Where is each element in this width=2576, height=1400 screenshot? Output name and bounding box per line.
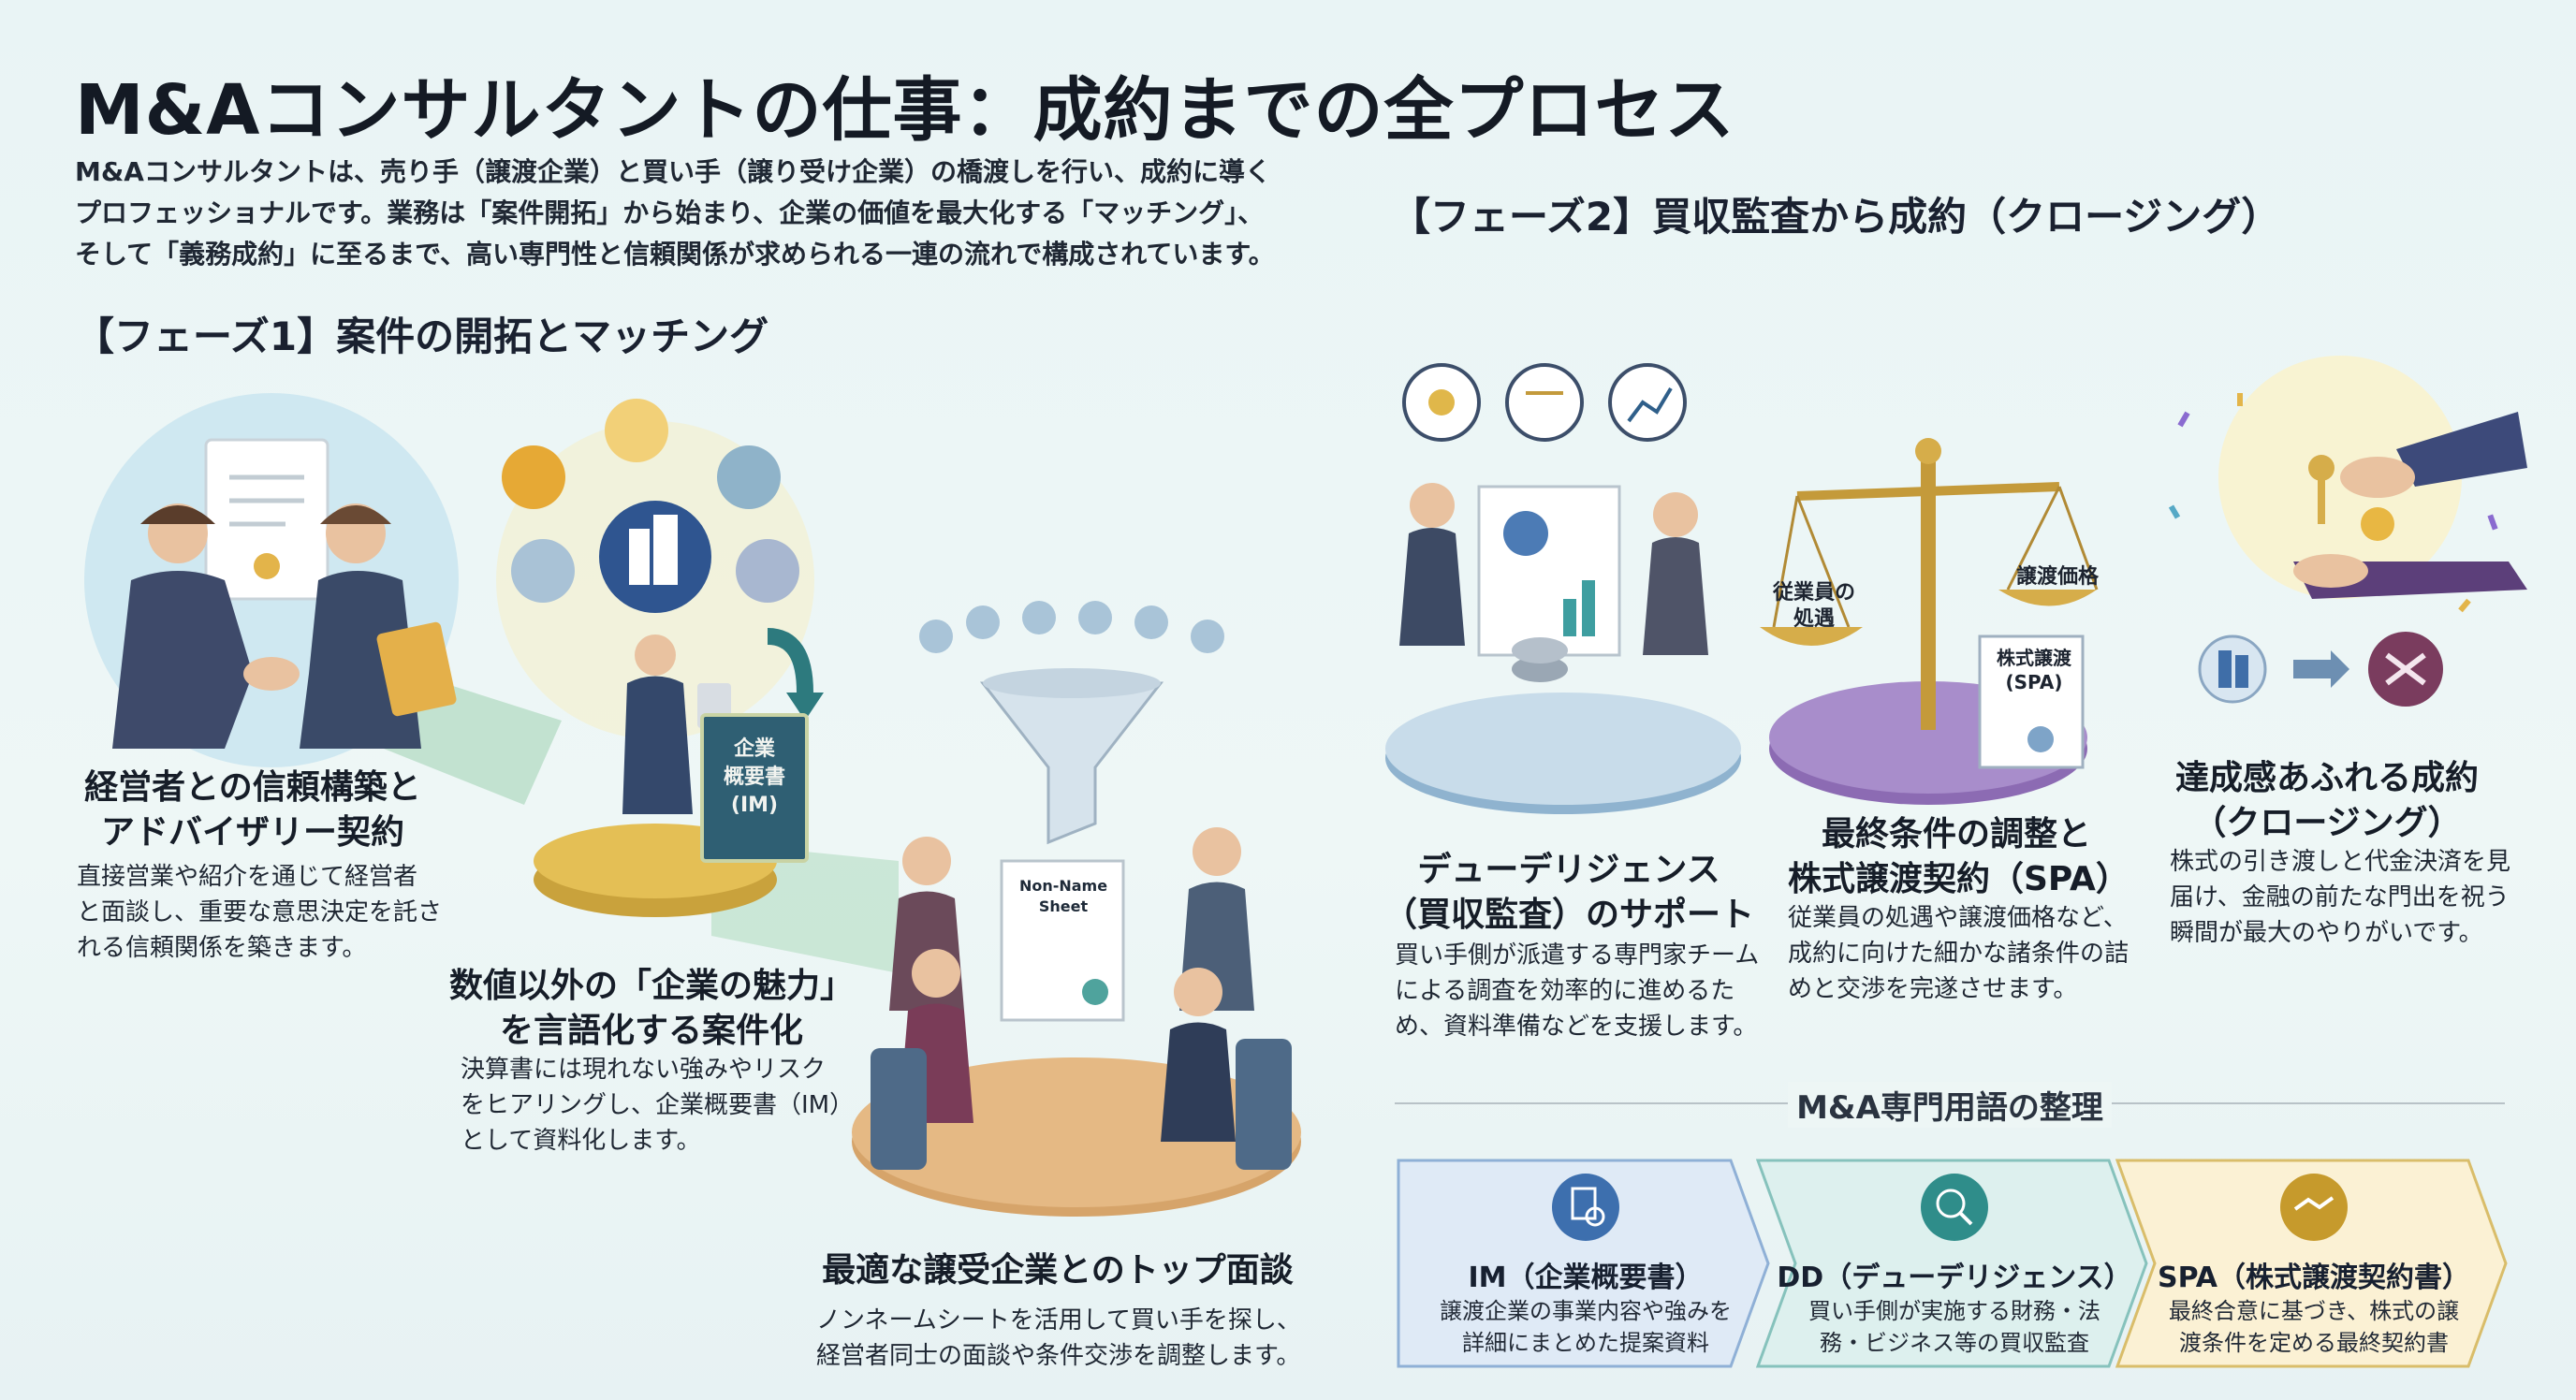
step-title-line: アドバイザリー契約: [100, 813, 404, 852]
due-diligence-illustration: [1385, 363, 1741, 814]
step1-title: 経営者との信頼構築と アドバイザリー契約: [75, 766, 431, 855]
glossary-desc-line: 渡条件を定める最終契約書: [2179, 1330, 2449, 1356]
scale-label: 従業員の: [1772, 581, 1855, 605]
glossary-term: IM（企業概要書）: [1468, 1261, 1704, 1294]
glossary-card-dd: DD（デューデリジェンス） 買い手側が実施する財務・法 務・ビジネス等の買収監査: [1755, 1159, 2151, 1368]
step-title-line: 達成感あふれる成約: [2174, 759, 2479, 797]
glossary-desc-line: 詳細にまとめた提案資料: [1462, 1330, 1709, 1356]
card-shape: [2115, 1159, 2508, 1368]
step-body-line: 届け、金融の前たな門出を祝う: [2170, 883, 2510, 911]
glossary-desc-line: 務・ビジネス等の買収監査: [1820, 1330, 2089, 1356]
contract-label-line: (SPA): [2005, 671, 2063, 693]
balance-scale-illustration: [1760, 438, 2099, 805]
step-body-line: 買い手側が派遣する専門家チーム: [1395, 941, 1760, 970]
step-body-line: めと交渉を完遂させます。: [1788, 975, 2078, 1003]
step-body-line: 決算書には現れない強みやリスク: [461, 1056, 827, 1084]
step-title-line: 最終条件の調整と: [1821, 815, 2091, 853]
step-title-line: 株式譲渡契約（SPA）: [1788, 860, 2130, 898]
step-title-line: デューデリジェンス: [1417, 851, 1720, 889]
scale-right-label: 譲渡価格: [2015, 565, 2099, 589]
step-body-line: め、資料準備などを支援します。: [1395, 1013, 1758, 1041]
glossary-desc: 買い手側が実施する財務・法 務・ビジネス等の買収監査: [1786, 1295, 2123, 1359]
glossary-desc-line: 最終合意に基づき、株式の譲: [2168, 1298, 2460, 1324]
closing-step-title: 達成感あふれる成約 （クロージング）: [2159, 756, 2496, 846]
step3-title: 最適な譲受企業とのトップ面談: [814, 1248, 1301, 1293]
magnifier-chart-icon: [1921, 1174, 1988, 1241]
step-body-line: 瞬間が最大のやりがいです。: [2170, 919, 2483, 947]
spa-step-title: 最終条件の調整と 株式譲渡契約（SPA）: [1788, 812, 2130, 902]
document-gear-icon: [1552, 1174, 1619, 1241]
step-body-line: と面談し、重要な意思決定を託さ: [77, 898, 443, 926]
glossary-title: M&A専門用語の整理: [1788, 1082, 2112, 1128]
step-title-line: （クロージング）: [2192, 804, 2462, 842]
glossary-header: M&A専門用語の整理: [1395, 1082, 2505, 1129]
card-shape: [1397, 1159, 1770, 1368]
sheet-label: Non-Name: [1018, 877, 1108, 895]
step-body-line: として資料化します。: [461, 1127, 701, 1155]
contract-label: 株式譲渡 (SPA): [1983, 646, 2086, 694]
step-body-line: ノンネームシートを活用して買い手を探し、: [816, 1306, 1301, 1334]
glossary-desc: 譲渡企業の事業内容や強みを 詳細にまとめた提案資料: [1427, 1295, 1745, 1359]
card-shape: [1755, 1159, 2148, 1368]
contract-label-line: 株式譲渡: [1997, 647, 2071, 669]
step-body-line: をヒアリングし、企業概要書（IM）: [461, 1091, 855, 1119]
glossary-desc: 最終合意に基づき、株式の譲 渡条件を定める最終契約書: [2145, 1295, 2482, 1359]
step-title-line: 最適な譲受企業とのトップ面談: [822, 1251, 1294, 1290]
closing-illustration: [2168, 356, 2527, 707]
scale-left-label: 従業員の 処遇: [1767, 580, 1861, 633]
glossary-card-im: IM（企業概要書） 譲渡企業の事業内容や強みを 詳細にまとめた提案資料: [1397, 1159, 1773, 1368]
step-title-line: （買収監査）のサポート: [1383, 896, 1754, 934]
step-body-line: れる信頼関係を築きます。: [77, 934, 367, 962]
step-body-line: 株式の引き渡しと代金決済を見: [2170, 848, 2511, 876]
page-title: M&Aコンサルタントの仕事：成約までの全プロセス: [75, 70, 1735, 151]
meeting-illustration: [852, 601, 1301, 1217]
sheet-label: Sheet: [1038, 897, 1089, 915]
intro-text: M&Aコンサルタントは、売り手（譲渡企業）と買い手（譲り受け企業）の橋渡しを行い…: [75, 152, 1320, 275]
glossary-term: DD（デューデリジェンス）: [1777, 1261, 2132, 1294]
step1-body: 直接営業や紹介を通じて経営者 と面談し、重要な意思決定を託さ れる信頼関係を築き…: [77, 859, 451, 966]
phase2-heading: 【フェーズ2】買収監査から成約（クロージング）: [1391, 194, 2281, 240]
step-title-line: 経営者との信頼構築と: [84, 768, 421, 807]
intro-line: プロフェッショナルです。業務は「案件開拓」から始まり、企業の価値を最大化する「マ…: [75, 197, 1265, 228]
book-label: 概要書: [723, 766, 785, 789]
book-label: (IM): [730, 794, 779, 817]
phase1-heading: 【フェーズ1】案件の開拓とマッチング: [75, 314, 769, 359]
intro-line: そして「義務成約」に至るまで、高い専門性と信頼関係が求められる一連の流れで構成さ…: [75, 239, 1275, 270]
step-body-line: 直接営業や紹介を通じて経営者: [77, 863, 418, 891]
step2-body: 決算書には現れない強みやリスク をヒアリングし、企業概要書（IM） として資料化…: [461, 1052, 854, 1159]
handshake-icon: [2280, 1174, 2348, 1241]
scale-label: 処遇: [1793, 607, 1835, 631]
non-name-sheet-label: Non-Name Sheet: [1007, 876, 1120, 917]
intro-line: M&Aコンサルタントは、売り手（譲渡企業）と買い手（譲り受け企業）の橋渡しを行い…: [75, 156, 1271, 187]
step-body-line: 経営者同士の面談や条件交渉を調整します。: [816, 1342, 1301, 1370]
glossary-term: SPA（株式譲渡契約書）: [2157, 1261, 2471, 1294]
step-body-line: による調査を効率的に進めるた: [1395, 977, 1735, 1005]
glossary-desc-line: 譲渡企業の事業内容や強みを: [1440, 1298, 1732, 1324]
glossary-desc-line: 買い手側が実施する財務・法: [1808, 1298, 2100, 1324]
glossary-card-spa: SPA（株式譲渡契約書） 最終合意に基づき、株式の譲 渡条件を定める最終契約書: [2115, 1159, 2510, 1368]
im-book: 企業 概要書 (IM): [700, 713, 809, 863]
spa-step-body: 従業員の処遇や譲渡価格など、 成約に向けた細かな諸条件の詰 めと交渉を完遂させま…: [1788, 900, 2144, 1007]
dd-step-body: 買い手側が派遣する専門家チーム による調査を効率的に進めるた め、資料準備などを…: [1395, 938, 1788, 1044]
step-body-line: 成約に向けた細かな諸条件の詰: [1788, 940, 2130, 968]
step-body-line: 従業員の処遇や譲渡価格など、: [1788, 904, 2128, 932]
step2-title: 数値以外の「企業の魅力」 を言語化する案件化: [446, 964, 857, 1054]
book-label: 企業: [733, 737, 775, 761]
handshake-illustration: [84, 393, 459, 767]
dd-step-title: デューデリジェンス （買収監査）のサポート: [1382, 848, 1756, 938]
closing-step-body: 株式の引き渡しと代金決済を見 届け、金融の前たな門出を祝う 瞬間が最大のやりがい…: [2170, 844, 2525, 951]
step-title-line: を言語化する案件化: [499, 1012, 803, 1050]
presenter-illustration: [496, 399, 824, 917]
step-title-line: 数値以外の「企業の魅力」: [448, 967, 854, 1005]
step3-body: ノンネームシートを活用して買い手を探し、 経営者同士の面談や条件交渉を調整します…: [816, 1303, 1322, 1374]
